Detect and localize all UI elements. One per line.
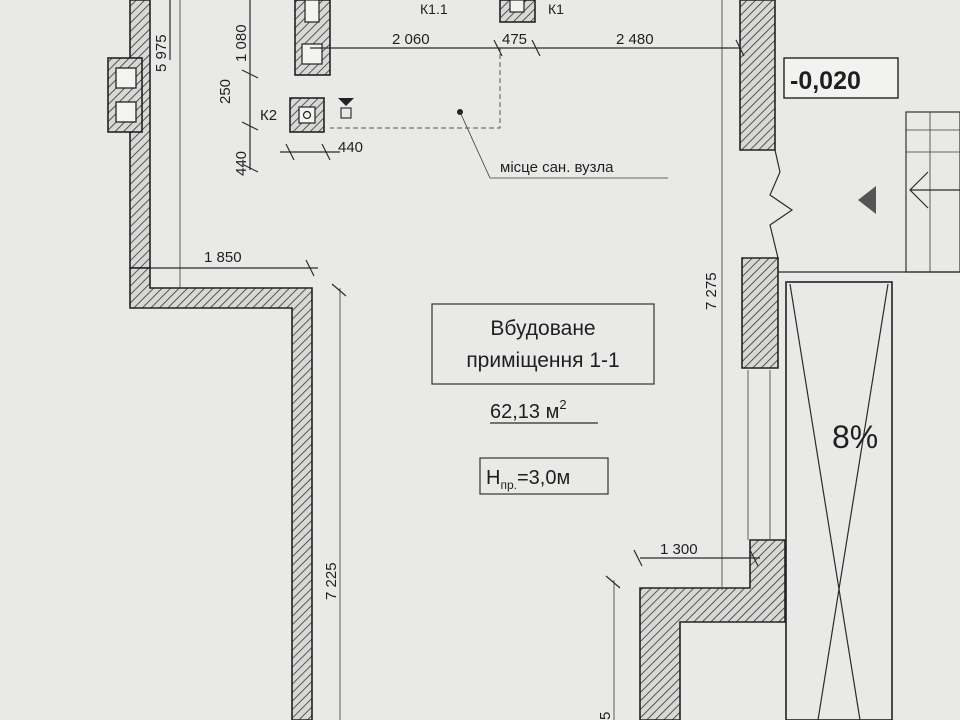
dim-tick-440h-a <box>285 143 295 161</box>
dim-tick-7225 <box>331 283 347 297</box>
dim-tick-475a <box>493 39 503 57</box>
dim-tick-440h-b <box>321 143 331 161</box>
wall-right-upper <box>739 0 776 151</box>
dim-250: 250 <box>217 79 234 104</box>
stair-outline <box>905 111 960 273</box>
sanitary-note: місце сан. вузла <box>500 159 614 176</box>
elevation-frame <box>783 57 899 99</box>
dim-tick-1850 <box>305 259 315 277</box>
riser-k1-1-label: К1.1 <box>420 1 448 17</box>
room-height: Hпр.=3,0м <box>486 467 570 492</box>
dim-1300: 1 300 <box>660 541 698 558</box>
sanitary-zone-outline <box>330 47 501 129</box>
entrance-arrow-icon <box>858 186 876 214</box>
dim-tick-1080 <box>241 69 259 79</box>
dim-tick-440 <box>241 163 259 173</box>
wall-left-jog <box>129 267 313 720</box>
dim-tick-250 <box>241 121 259 131</box>
riser-k1-label: К1 <box>548 1 564 17</box>
sanitary-leader-line <box>459 111 668 179</box>
riser-k2-box <box>298 106 316 124</box>
riser-k1-1-box <box>301 43 323 65</box>
dim-475: 475 <box>502 31 527 48</box>
dim-tick-lower <box>605 575 621 589</box>
riser-k1-box <box>509 0 525 13</box>
stair-arrow-head <box>909 171 929 209</box>
dim-5: 5 <box>597 712 614 720</box>
dim-440-vert: 440 <box>233 151 250 176</box>
ramp-slope: 8% <box>832 419 878 455</box>
dim-1850: 1 850 <box>204 249 242 266</box>
dim-5975: 5 975 <box>153 34 170 72</box>
dim-tick-1300b <box>749 549 759 567</box>
elevation-mark: -0,020 <box>790 67 861 95</box>
dim-2060: 2 060 <box>392 31 430 48</box>
room-name-line2: приміщення 1-1 <box>466 349 619 372</box>
dim-7275: 7 275 <box>703 272 720 310</box>
door-opening <box>769 149 794 259</box>
dim-1080: 1 080 <box>233 24 250 62</box>
room-name-frame <box>431 303 655 385</box>
riser-k2-label: К2 <box>260 107 277 124</box>
vent-upper <box>115 67 137 89</box>
ramp-diagonal-2 <box>817 283 889 720</box>
dim-tick-1300a <box>633 549 643 567</box>
dim-tick-end <box>735 39 745 57</box>
riser-k2-circle <box>302 110 312 120</box>
wall-left-upper <box>129 0 151 269</box>
dim-7225: 7 225 <box>323 562 340 600</box>
ramp-diagonal-1 <box>789 283 861 720</box>
wall-right-middle <box>741 257 779 369</box>
room-name-line1: Вбудоване <box>490 317 595 340</box>
dim-tick-475b <box>531 39 541 57</box>
room-area: 62,13 м2 <box>490 397 567 423</box>
dim-440-horiz: 440 <box>338 139 363 156</box>
drain-symbol <box>338 98 354 106</box>
ramp-outline <box>785 281 893 720</box>
riser-k1-1-top <box>304 0 320 23</box>
drain-box <box>340 107 352 119</box>
vent-lower <box>115 101 137 123</box>
wall-right-lower <box>639 539 786 720</box>
dim-2480: 2 480 <box>616 31 654 48</box>
room-height-frame <box>479 457 609 495</box>
